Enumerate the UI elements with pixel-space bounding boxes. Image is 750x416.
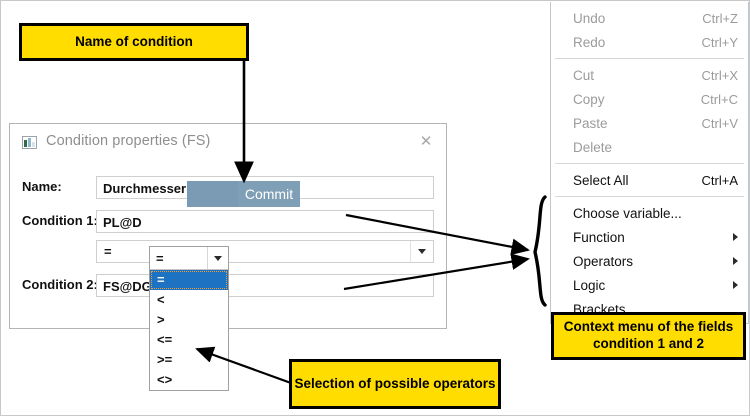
menu-item-delete: Delete <box>551 135 748 159</box>
menu-item-label: Select All <box>573 172 629 188</box>
callout-name-of-condition: Name of condition <box>19 23 249 61</box>
menu-item-function[interactable]: Function <box>551 225 748 249</box>
dropdown-option[interactable]: <= <box>157 332 173 347</box>
menu-item-label: Redo <box>573 34 606 50</box>
menu-item-logic[interactable]: Logic <box>551 273 748 297</box>
menu-item-paste: Paste Ctrl+V <box>551 111 748 135</box>
menu-item-label: Cut <box>573 67 595 83</box>
submenu-arrow-icon <box>733 281 738 289</box>
dropdown-option[interactable]: <> <box>157 372 173 387</box>
label-name: Name: <box>22 179 62 194</box>
menu-item-label: Function <box>573 229 625 245</box>
dropdown-option[interactable]: < <box>157 292 165 307</box>
field-row-condition-1: Condition 1: PL@D <box>10 210 446 234</box>
menu-item-label: Copy <box>573 91 605 107</box>
menu-item-accelerator: Ctrl+V <box>701 115 738 131</box>
operator-dropdown-head[interactable]: = <box>150 247 228 270</box>
menu-item-label: Operators <box>573 253 634 269</box>
callout-selection-of-operators: Selection of possible operators <box>289 359 501 409</box>
operator-combobox[interactable]: = <box>96 240 434 263</box>
menu-item-redo: Redo Ctrl+Y <box>551 30 748 54</box>
menu-item-undo: Undo Ctrl+Z <box>551 6 748 30</box>
submenu-arrow-icon <box>733 233 738 241</box>
menu-item-accelerator: Ctrl+A <box>701 172 738 188</box>
operator-dropdown-list[interactable]: =<><=>=<> <box>150 270 228 390</box>
commit-button[interactable]: Commit <box>238 181 300 207</box>
curly-brace <box>533 195 547 307</box>
operator-combobox-value: = <box>104 244 112 259</box>
menu-item-cut: Cut Ctrl+X <box>551 63 748 87</box>
context-menu[interactable]: Undo Ctrl+Z Redo Ctrl+Y Cut Ctrl+X Copy Ctrl+C P… <box>550 2 749 324</box>
chevron-down-icon[interactable] <box>410 241 433 262</box>
menu-item-copy: Copy Ctrl+C <box>551 87 748 111</box>
menu-item-operators[interactable]: Operators <box>551 249 748 273</box>
condition-1-input[interactable]: PL@D <box>96 210 434 233</box>
menu-item-label: Undo <box>573 10 606 26</box>
menu-separator <box>555 163 744 164</box>
label-condition-2: Condition 2: <box>22 277 98 292</box>
menu-item-accelerator: Ctrl+Y <box>701 34 738 50</box>
menu-item-accelerator: Ctrl+C <box>700 91 738 107</box>
chevron-down-icon[interactable] <box>207 247 228 269</box>
dialog-title: Condition properties (FS) <box>46 133 211 149</box>
operator-dropdown-value: = <box>156 250 164 266</box>
menu-item-accelerator: Ctrl+Z <box>702 10 738 26</box>
menu-item-select-all[interactable]: Select All Ctrl+A <box>551 168 748 192</box>
chart-window-icon <box>22 136 37 149</box>
label-condition-1: Condition 1: <box>22 213 98 228</box>
close-icon[interactable]: ✕ <box>419 133 433 150</box>
dropdown-option[interactable]: = <box>150 270 228 290</box>
menu-item-label: Logic <box>573 277 606 293</box>
menu-separator <box>555 196 744 197</box>
menu-item-label: Choose variable... <box>573 205 682 221</box>
callout-context-menu-note: Context menu of the fields condition 1 a… <box>551 312 746 360</box>
dropdown-option[interactable]: >= <box>157 352 173 367</box>
condition-2-input[interactable]: FS@DG <box>96 274 434 297</box>
menu-separator <box>555 58 744 59</box>
dialog-titlebar: Condition properties (FS) ✕ <box>10 124 446 162</box>
menu-item-choose-variable[interactable]: Choose variable... <box>551 201 748 225</box>
submenu-arrow-icon <box>733 257 738 265</box>
menu-item-label: Delete <box>573 139 613 155</box>
menu-item-accelerator: Ctrl+X <box>701 67 738 83</box>
operator-dropdown[interactable]: = =<><=>=<> <box>149 246 229 391</box>
dropdown-option[interactable]: > <box>157 312 165 327</box>
menu-item-label: Paste <box>573 115 608 131</box>
